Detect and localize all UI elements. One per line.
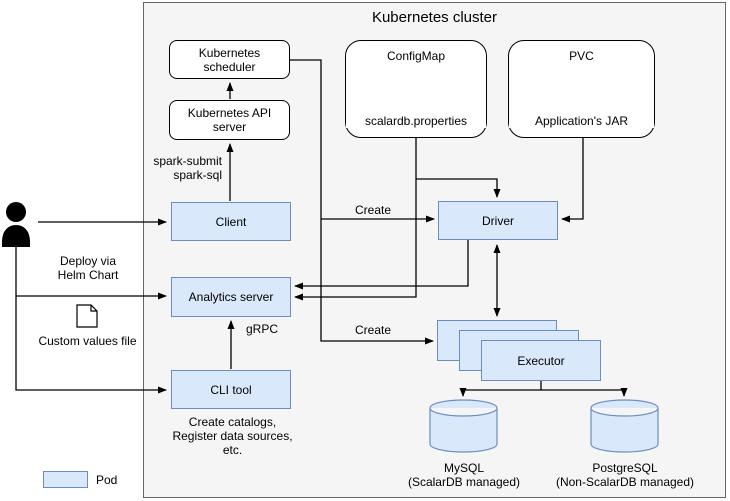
edge-configmap-to-driver [416, 178, 501, 198]
mysql-database-icon [429, 399, 498, 453]
node-pvc: PVC Application's JAR [508, 40, 655, 138]
edge-executor-stem [463, 381, 624, 391]
cli-tool-note: Create catalogs, Register data sources, … [172, 415, 293, 457]
node-label: Driver [482, 213, 514, 228]
configmap-title: ConfigMap [386, 49, 446, 63]
node-label: Kubernetes API server [187, 106, 272, 134]
grpc-label: gRPC [245, 322, 278, 336]
node-label: Client [215, 214, 247, 229]
node-cli-tool: CLI tool [171, 370, 291, 409]
node-analytics-server: Analytics server [171, 277, 291, 317]
postgresql-database-icon [590, 399, 659, 453]
node-label: Executor [517, 353, 565, 368]
legend-pod-label: Pod [96, 473, 118, 487]
node-client: Client [171, 202, 291, 241]
custom-values-file-icon [76, 304, 98, 328]
create-driver-label: Create [354, 203, 392, 217]
edge-scheduler-create-executor [290, 59, 434, 345]
node-configmap: ConfigMap scalardb.properties [345, 40, 487, 138]
node-kubernetes-api-server: Kubernetes API server [169, 100, 290, 140]
node-executor: Executor [481, 340, 601, 381]
pvc-filename: Application's JAR [509, 114, 654, 128]
node-driver: Driver [438, 201, 558, 240]
configmap-filename: scalardb.properties [346, 114, 486, 128]
pvc-title: PVC [569, 49, 594, 63]
custom-values-file-label: Custom values file [38, 334, 137, 348]
edge-user-to-cli-tool [15, 246, 167, 394]
edge-configmap-to-analytics-server [294, 106, 417, 301]
edge-pvc-to-driver [561, 106, 584, 223]
user-icon [2, 202, 30, 247]
node-label: CLI tool [210, 382, 252, 397]
node-kubernetes-scheduler: Kubernetes scheduler [169, 40, 290, 79]
spark-commands-label: spark-submit spark-sql [153, 154, 222, 182]
node-label: Analytics server [188, 290, 274, 304]
postgresql-label: PostgreSQL (Non-ScalarDB managed) [555, 461, 695, 489]
deploy-helm-label: Deploy via Helm Chart [57, 254, 119, 282]
node-label: Kubernetes scheduler [198, 45, 261, 74]
mysql-label: MySQL (ScalarDB managed) [407, 461, 521, 489]
edge-driver-to-analytics-server [294, 240, 469, 290]
legend-pod-swatch [43, 471, 88, 488]
cluster-title: Kubernetes cluster [371, 9, 498, 26]
create-executor-label: Create [354, 323, 392, 337]
